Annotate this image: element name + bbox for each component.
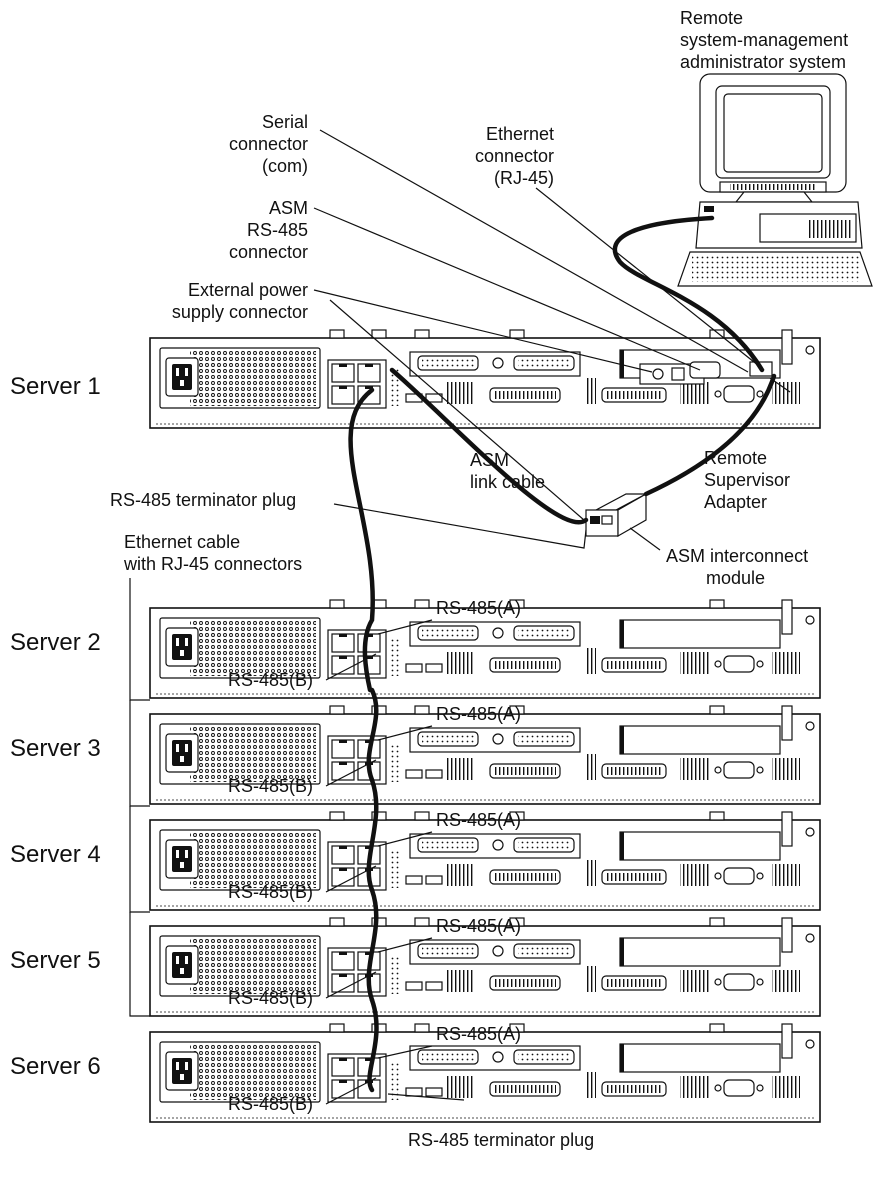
server-2-port-b-label: RS-485(B) — [228, 670, 313, 690]
label-ethernet-cable-2: with RJ-45 connectors — [123, 554, 302, 574]
server-6-port-b-label: RS-485(B) — [228, 1094, 313, 1114]
label-rsa-1: Remote — [704, 448, 767, 468]
label-terminator-top: RS-485 terminator plug — [110, 490, 296, 510]
label-interconnect-1: ASM interconnect — [666, 546, 808, 566]
server-3-label: Server 3 — [10, 735, 101, 762]
server-4-label: Server 4 — [10, 841, 101, 868]
label-rsa-2: Supervisor — [704, 470, 790, 490]
remote-computer-icon — [677, 73, 873, 287]
server-5-port-b-label: RS-485(B) — [228, 988, 313, 1008]
label-serial-2: connector — [229, 134, 308, 154]
server-4-port-a-label: RS-485(A) — [436, 810, 521, 830]
label-interconnect-2: module — [706, 568, 765, 588]
label-ethernet-2: connector — [475, 146, 554, 166]
ethernet-cable-line — [129, 578, 150, 701]
label-serial-1: Serial — [262, 112, 308, 132]
server-5-label: Server 5 — [10, 947, 101, 974]
server-6-port-a-label: RS-485(A) — [436, 1024, 521, 1044]
label-ethernet-3: (RJ-45) — [494, 168, 554, 188]
server-6-label: Server 6 — [10, 1053, 101, 1080]
server-1-label: Server 1 — [10, 373, 101, 400]
port-leader-lines — [325, 619, 433, 1105]
label-asm-3: connector — [229, 242, 308, 262]
label-remote-admin-2: system-management — [680, 30, 848, 50]
label-power-2: supply connector — [172, 302, 308, 322]
label-asm-2: RS-485 — [247, 220, 308, 240]
label-link-cable-2: link cable — [470, 472, 545, 492]
label-power-1: External power — [188, 280, 308, 300]
label-terminator-bottom: RS-485 terminator plug — [408, 1130, 594, 1150]
label-ethernet-1: Ethernet — [486, 124, 554, 144]
server-2-label: Server 2 — [10, 629, 101, 656]
server-3-port-b-label: RS-485(B) — [228, 776, 313, 796]
label-asm-1: ASM — [269, 198, 308, 218]
label-remote-admin-1: Remote — [680, 8, 743, 28]
server-4-port-b-label: RS-485(B) — [228, 882, 313, 902]
label-serial-3: (com) — [262, 156, 308, 176]
label-rsa-3: Adapter — [704, 492, 767, 512]
server-5-port-a-label: RS-485(A) — [436, 916, 521, 936]
label-ethernet-cable-1: Ethernet cable — [124, 532, 240, 552]
remote-supervisor-adapter — [639, 361, 773, 385]
server-2-port-a-label: RS-485(A) — [436, 598, 521, 618]
leader-lines — [313, 129, 791, 1101]
label-link-cable-1: ASM — [470, 450, 509, 470]
server-1-chassis — [149, 329, 821, 429]
server-3-port-a-label: RS-485(A) — [436, 704, 521, 724]
label-remote-admin-3: administrator system — [680, 52, 846, 72]
asm-interconnect-module — [585, 492, 647, 538]
